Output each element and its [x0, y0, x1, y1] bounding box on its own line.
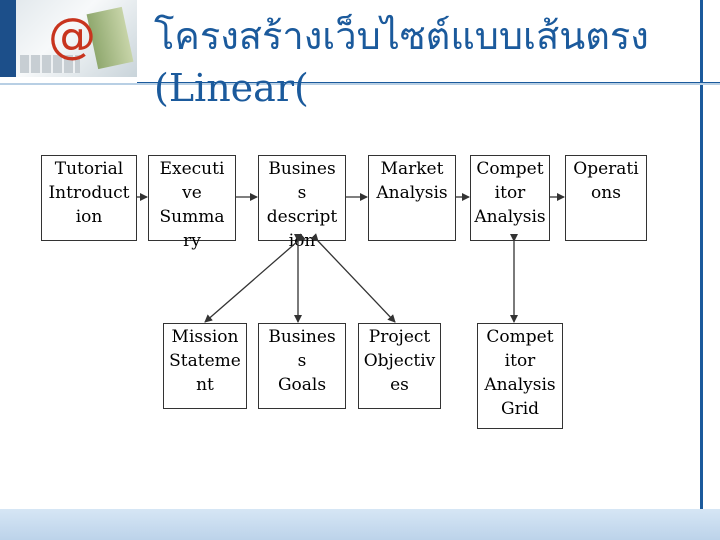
box-operations: Operati ons — [565, 155, 647, 241]
box-tutorial-introduction: Tutorial Introduct ion — [41, 155, 137, 241]
box-project-objectives: Project Objectiv es — [358, 323, 441, 409]
footer-bar — [0, 509, 720, 540]
box-executive-summary: Executi ve Summa ry — [148, 155, 236, 251]
arrow-business-mission — [204, 233, 306, 323]
slide-title: โครงสร้างเว็บไซต์แบบเส้นตรง (Linear( — [154, 10, 694, 114]
at-sign-icon: @ — [48, 8, 96, 64]
header-divider-dark — [137, 82, 720, 83]
box-market-analysis: Market Analysis — [368, 155, 456, 241]
box-competitor-analysis: Compet itor Analysis — [470, 155, 550, 241]
keyboard-graphic — [20, 55, 80, 73]
box-business-description: Busines s descript ion — [258, 155, 346, 251]
logo-image: @ — [0, 0, 137, 77]
box-competitor-analysis-grid: Compet itor Analysis Grid — [477, 323, 563, 429]
title-line-1: โครงสร้างเว็บไซต์แบบเส้นตรง — [154, 14, 649, 58]
arrow-business-project — [310, 233, 396, 323]
title-line-2: (Linear( — [154, 66, 309, 110]
box-mission-statement: Mission Stateme nt — [163, 323, 247, 409]
right-accent-line — [700, 0, 703, 540]
logo-blue-bar — [0, 0, 16, 77]
header-divider — [0, 83, 720, 85]
box-business-goals: Busines s Goals — [258, 323, 346, 409]
